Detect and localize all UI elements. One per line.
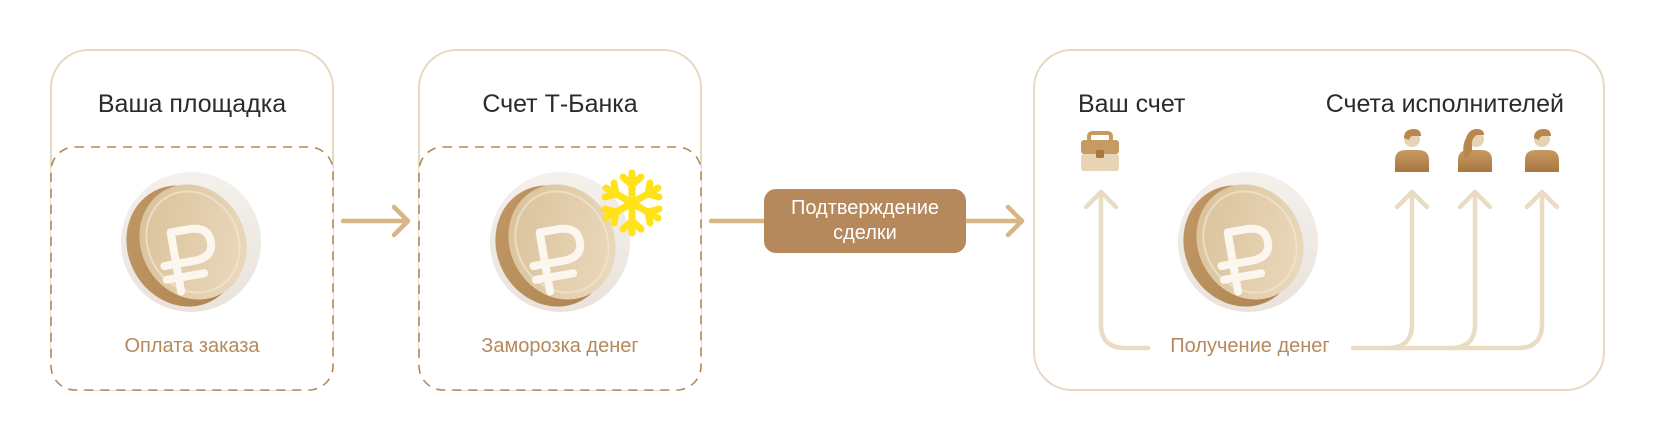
person-icon <box>1395 129 1429 172</box>
person-long-hair-icon <box>1458 129 1492 172</box>
person-icon <box>1525 129 1559 172</box>
bank-caption: Заморозка денег <box>481 335 639 357</box>
stage-accounts <box>1033 49 1605 391</box>
your-account-title: Ваш счет <box>1078 90 1186 118</box>
arrow-bank-to-accounts <box>708 204 1025 238</box>
platform-title: Ваша площадка <box>97 90 287 118</box>
distribution-arrows <box>1083 189 1560 351</box>
stage-bank <box>418 49 702 391</box>
stage-platform <box>50 49 334 391</box>
ruble-coin-icon <box>1162 165 1323 326</box>
contractors-accounts-title: Счета исполнителей <box>1325 90 1564 118</box>
briefcase-icon <box>1081 131 1119 171</box>
platform-caption: Оплата заказа <box>124 335 260 357</box>
deal-confirmation-line1: Подтверждение <box>790 197 940 219</box>
snowflake-icon <box>601 169 663 237</box>
deal-confirmation-badge: Подтверждение сделки <box>764 189 966 253</box>
accounts-frame <box>1033 49 1605 391</box>
deal-confirmation-line2: сделки <box>833 222 897 244</box>
receiving-money-caption: Получение денег <box>1170 335 1330 357</box>
arrow-platform-to-bank <box>340 204 411 238</box>
bank-title: Счет Т-Банка <box>482 90 638 118</box>
